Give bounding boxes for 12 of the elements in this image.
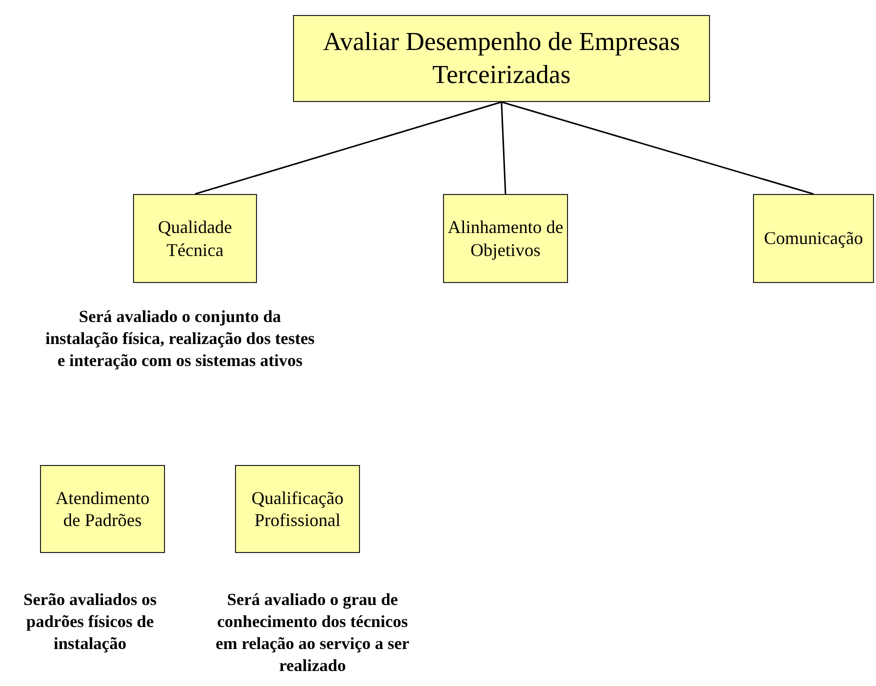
process-box: Alinhamento de Objetivos <box>443 194 568 283</box>
connector-line <box>194 101 502 195</box>
description-text: Será avaliado o conjunto da instalação física, realização dos testes e interação com os sistemas ativos <box>45 306 315 372</box>
process-box: Comunicação <box>753 194 874 283</box>
connector-line <box>500 102 506 194</box>
process-box: Atendimento de Padrões <box>40 465 165 553</box>
process-box: Avaliar Desempenho de Empresas Terceirizadas <box>293 15 710 102</box>
description-text: Será avaliado o grau de conhecimento dos técnicos em relação ao serviço a ser realizado <box>214 589 410 678</box>
description-text: Serão avaliados os padrões físicos de instalação <box>22 589 158 656</box>
connector-line <box>501 101 814 195</box>
process-box: Qualificação Profissional <box>235 465 360 553</box>
process-box: Qualidade Técnica <box>133 194 257 283</box>
